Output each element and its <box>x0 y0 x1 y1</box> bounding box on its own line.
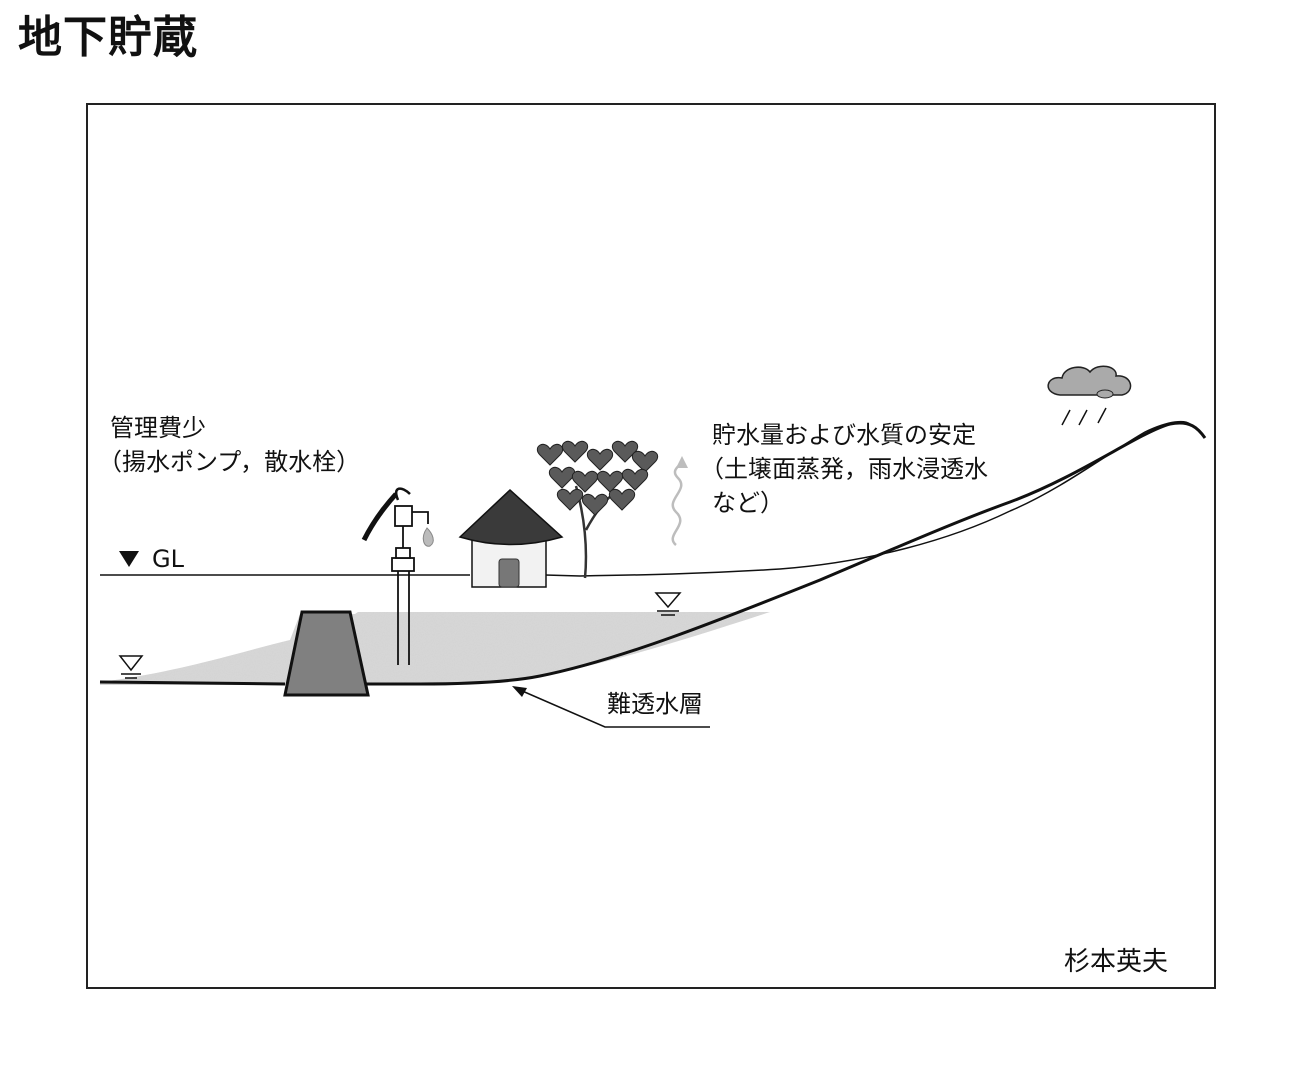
water-level-icon <box>654 592 682 616</box>
impermeable-layer-label: 難透水層 <box>607 690 703 718</box>
hill-surface-line <box>1009 420 1191 512</box>
cloud-icon <box>1047 365 1132 399</box>
diagram-frame <box>86 103 1216 989</box>
storage-stability-label: 貯水量および水質の安定 <box>712 421 976 449</box>
tree-icon <box>536 440 659 579</box>
hut-icon <box>458 488 564 588</box>
impermeable-layer-line <box>99 421 1207 686</box>
ground-surface-line <box>100 510 1011 577</box>
author-credit: 杉本英夫 <box>1064 947 1169 977</box>
rain-icon <box>1061 407 1107 426</box>
management-cost-label: 管理費少 <box>110 414 206 442</box>
evaporation-icon <box>671 456 688 546</box>
ground-level-triangle-icon <box>119 551 139 567</box>
groundwater-body <box>100 612 770 685</box>
hand-pump-icon <box>361 487 434 665</box>
ground-level-label: GL <box>152 545 184 573</box>
page-title: 地下貯蔵 <box>18 12 198 63</box>
subsurface-dam <box>283 610 370 697</box>
evaporation-infiltration-label: （土壌面蒸発，雨水浸透水 <box>700 455 988 483</box>
pump-sprinkler-label: （揚水ポンプ，散水栓） <box>98 448 361 476</box>
water-level-icon <box>118 655 144 679</box>
arrow-icon <box>512 686 710 728</box>
etc-label: など） <box>712 489 784 517</box>
